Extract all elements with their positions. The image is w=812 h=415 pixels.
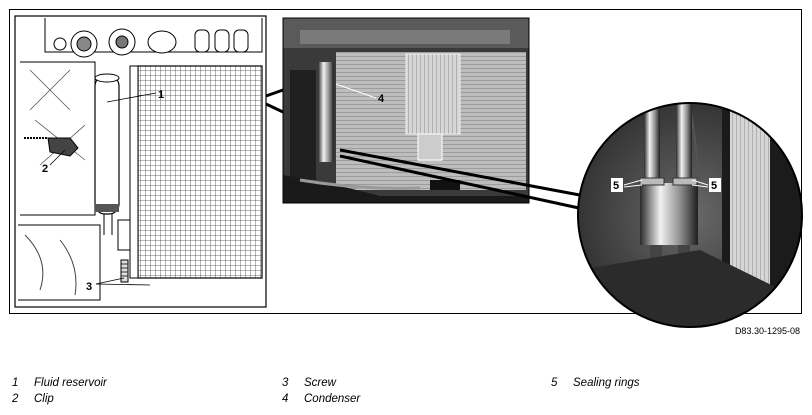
legend-number: 3 — [282, 377, 289, 389]
legend-item-5: 5 Sealing rings — [551, 377, 639, 389]
legend-text: Condenser — [304, 393, 361, 405]
legend-item-2: 2 Clip — [12, 393, 54, 405]
figure-code: D83.30-1295-08 — [734, 326, 800, 336]
connector-line — [265, 88, 284, 114]
legend-item-4: 4 Condenser — [282, 393, 360, 405]
legend-number: 4 — [282, 393, 289, 405]
legend-item-1: 1 Fluid reservoir — [12, 377, 107, 389]
line-drawing-panel — [14, 15, 267, 308]
legend: 1 Fluid reservoir 2 Clip 3 Screw 4 Condenser… — [0, 377, 812, 413]
callout-1: 1 — [158, 89, 164, 101]
legend-text: Fluid reservoir — [34, 377, 107, 389]
magnified-inset — [578, 103, 802, 327]
legend-text: Screw — [304, 377, 336, 389]
legend-text: Clip — [34, 393, 54, 405]
callout-2: 2 — [42, 163, 48, 175]
legend-number: 5 — [551, 377, 558, 389]
condenser-photo — [283, 18, 529, 203]
legend-text: Sealing rings — [573, 377, 640, 389]
callout-3: 3 — [86, 281, 92, 293]
callout-5-left: 5 — [613, 180, 619, 192]
legend-number: 2 — [12, 393, 19, 405]
legend-number: 1 — [12, 377, 19, 389]
magnifier-connector — [339, 148, 589, 212]
callout-4: 4 — [378, 93, 385, 105]
legend-item-3: 3 Screw — [282, 377, 336, 389]
callout-5-right: 5 — [711, 180, 717, 192]
